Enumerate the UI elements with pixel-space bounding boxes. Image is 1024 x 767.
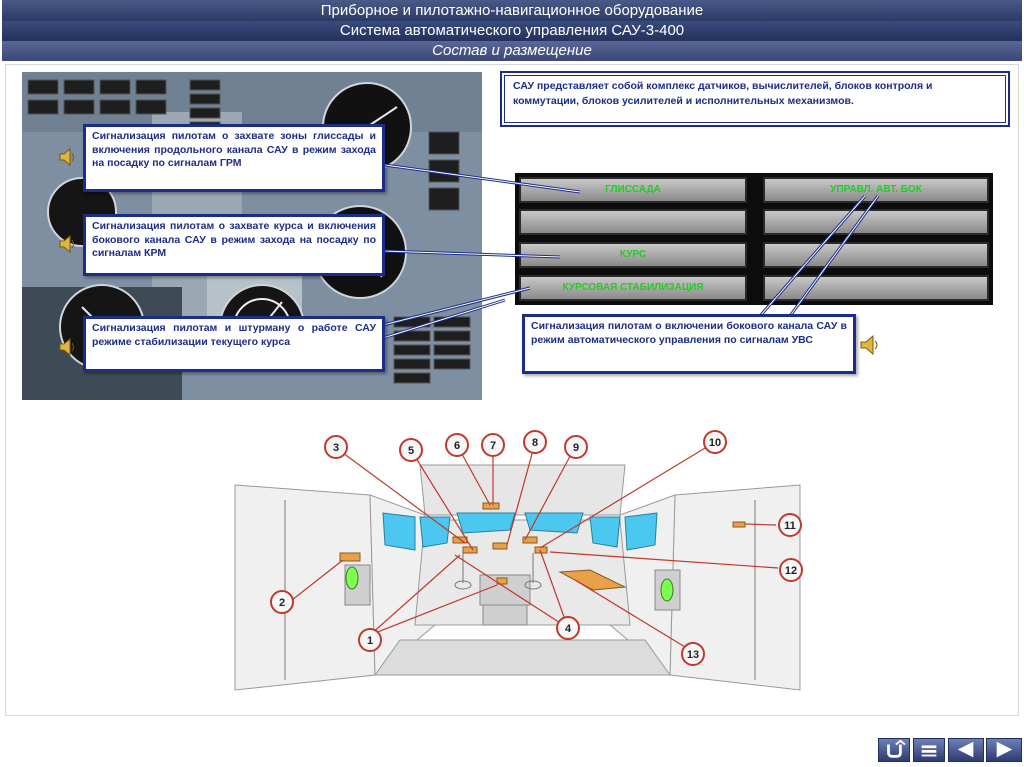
svg-text:13: 13 xyxy=(687,649,699,661)
lamp-auto-lateral: УПРАВЛ. АВТ. БОК xyxy=(763,177,989,203)
menu-button[interactable] xyxy=(913,738,945,762)
speaker-icon[interactable] xyxy=(858,333,882,357)
svg-text:1: 1 xyxy=(367,635,373,647)
back-icon xyxy=(949,739,983,761)
undo-icon xyxy=(879,739,909,761)
svg-text:9: 9 xyxy=(573,442,579,454)
svg-text:8: 8 xyxy=(532,437,538,449)
speaker-icon[interactable] xyxy=(58,146,76,168)
marker-13: 13 xyxy=(682,643,704,665)
info-text: САУ представляет собой комплекс датчиков… xyxy=(504,75,1006,123)
marker-11: 11 xyxy=(779,514,801,536)
signal-lamp-panel: ГЛИССАДА УПРАВЛ. АВТ. БОК КУРС КУРСОВАЯ … xyxy=(515,173,993,305)
callout-glideslope: Сигнализация пилотам о захвате зоны глис… xyxy=(83,124,385,192)
undo-button[interactable] xyxy=(878,738,910,762)
lamp-empty xyxy=(763,209,989,235)
page-subtitle: Система автоматического управления САУ-3… xyxy=(2,21,1022,41)
forward-button[interactable] xyxy=(986,738,1022,762)
lamp-heading-stab: КУРСОВАЯ СТАБИЛИЗАЦИЯ xyxy=(519,275,747,301)
marker-4: 4 xyxy=(557,617,579,639)
marker-1: 1 xyxy=(359,629,381,651)
lamp-empty xyxy=(763,275,989,301)
menu-icon xyxy=(914,739,944,761)
marker-9: 9 xyxy=(565,436,587,458)
svg-text:12: 12 xyxy=(785,565,797,577)
page-title: Приборное и пилотажно-навигационное обор… xyxy=(2,0,1022,21)
callout-stabilization: Сигнализация пилотам и штурману о работе… xyxy=(83,316,385,372)
svg-text:6: 6 xyxy=(454,440,460,452)
marker-6: 6 xyxy=(446,434,468,456)
callout-course: Сигнализация пилотам о захвате курса и в… xyxy=(83,214,385,276)
section-title: Состав и размещение xyxy=(2,41,1022,61)
svg-text:2: 2 xyxy=(279,597,285,609)
lamp-empty xyxy=(519,209,747,235)
lamp-course: КУРС xyxy=(519,242,747,268)
forward-icon xyxy=(987,739,1021,761)
info-box: САУ представляет собой комплекс датчиков… xyxy=(500,71,1010,127)
lamp-glideslope: ГЛИССАДА xyxy=(519,177,747,203)
svg-text:11: 11 xyxy=(784,520,796,532)
marker-3: 3 xyxy=(325,436,347,458)
speaker-icon[interactable] xyxy=(58,233,76,255)
lamp-empty xyxy=(763,242,989,268)
marker-12: 12 xyxy=(780,559,802,581)
marker-10: 10 xyxy=(704,431,726,453)
marker-2: 2 xyxy=(271,591,293,613)
svg-text:3: 3 xyxy=(333,442,339,454)
marker-5: 5 xyxy=(400,439,422,461)
back-button[interactable] xyxy=(948,738,984,762)
callout-uvs: Сигнализация пилотам о включении боковог… xyxy=(522,314,856,374)
marker-8: 8 xyxy=(524,431,546,453)
speaker-icon[interactable] xyxy=(58,336,76,358)
marker-7: 7 xyxy=(482,434,504,456)
cockpit-diagram: 1 2 3 4 5 6 7 8 9 10 11 12 13 xyxy=(225,425,815,695)
svg-text:4: 4 xyxy=(565,623,572,635)
svg-text:10: 10 xyxy=(709,437,721,449)
svg-text:5: 5 xyxy=(408,445,414,457)
svg-text:7: 7 xyxy=(490,440,496,452)
